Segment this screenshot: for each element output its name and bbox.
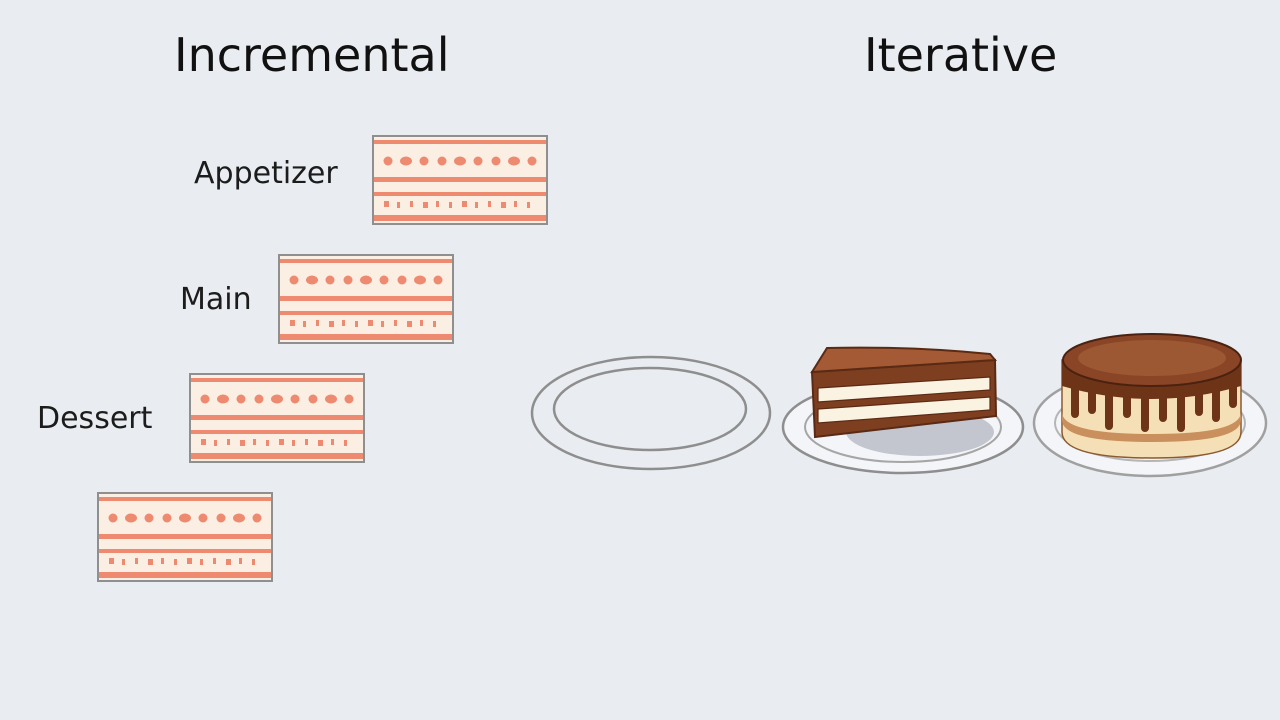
dessert-menu-card <box>189 373 365 463</box>
menu-card-stripes-icon <box>191 378 363 459</box>
cake-slice-icon <box>781 346 1025 475</box>
appetizer-label: Appetizer <box>194 156 338 191</box>
iterative-cake-stages <box>530 333 1268 478</box>
whole-cake-icon <box>1032 333 1268 478</box>
empty-plate-icon <box>530 355 772 471</box>
iterative-title: Iterative <box>864 28 1058 82</box>
appetizer-menu-card <box>372 135 548 225</box>
menu-card-stripes-icon <box>280 259 452 340</box>
extra-menu-card <box>97 492 273 582</box>
incremental-title: Incremental <box>174 28 450 82</box>
main-label: Main <box>180 282 252 317</box>
menu-card-stripes-icon <box>374 140 546 221</box>
main-menu-card <box>278 254 454 344</box>
menu-card-stripes-icon <box>99 497 271 578</box>
dessert-label: Dessert <box>37 401 153 436</box>
